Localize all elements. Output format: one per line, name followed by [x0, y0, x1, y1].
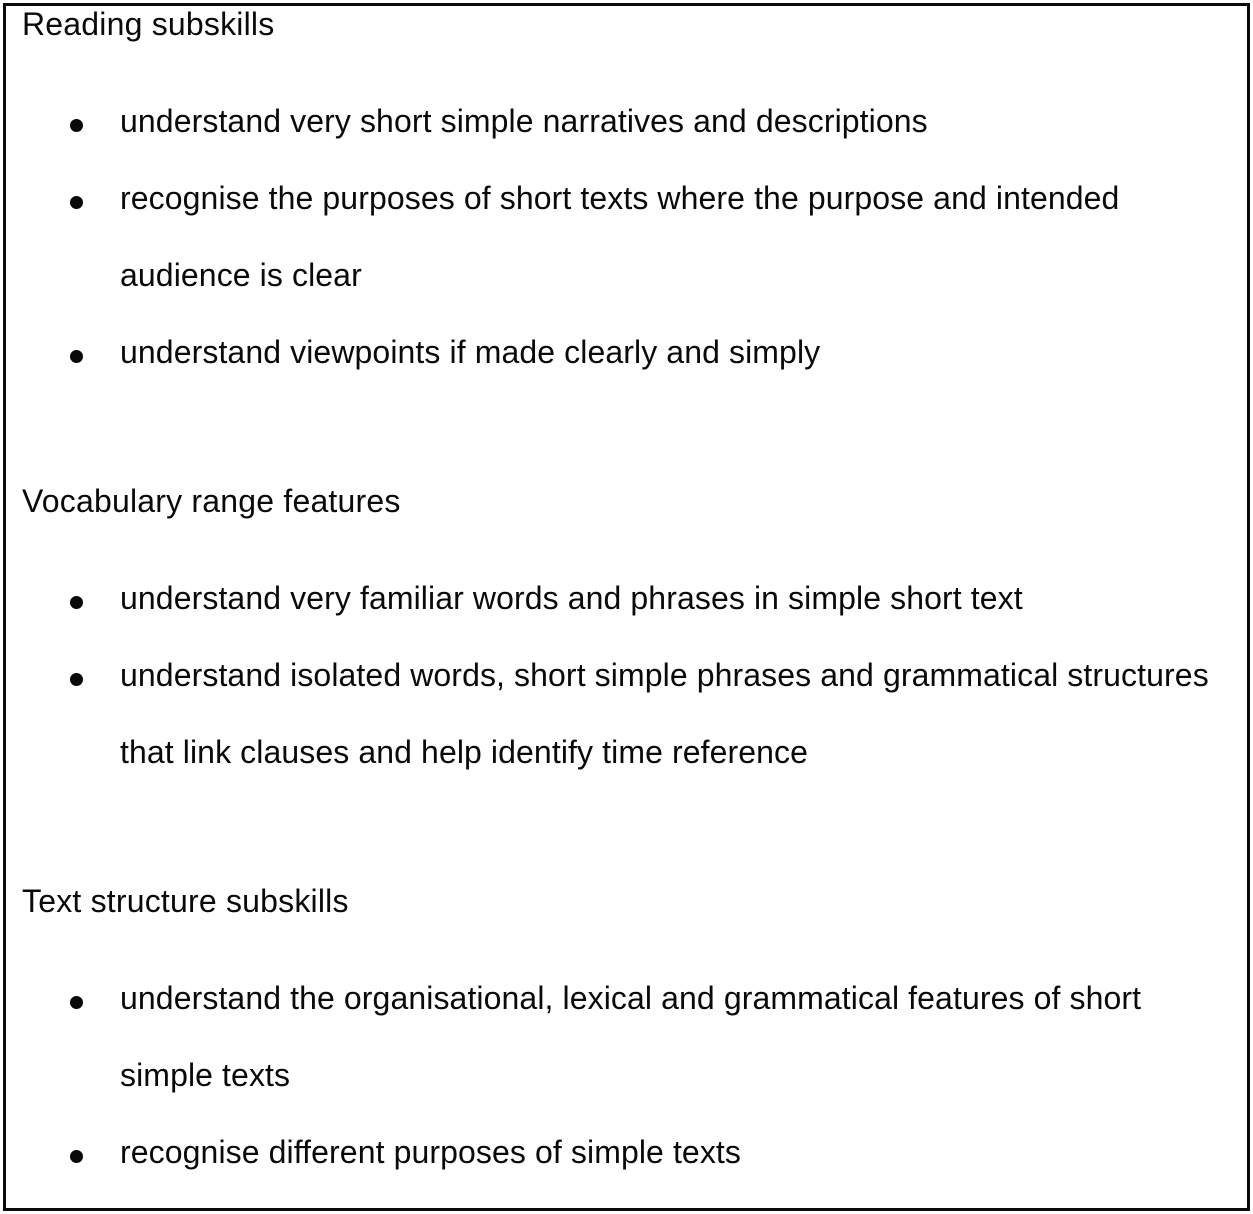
bullet-list: understand very familiar words and phras… — [6, 560, 1247, 791]
document-page: Reading subskills understand very short … — [3, 3, 1250, 1211]
bullet-item: recognise the purposes of short texts wh… — [6, 160, 1247, 314]
section-heading: Vocabulary range features — [22, 483, 401, 519]
bullet-item: understand very familiar words and phras… — [6, 560, 1247, 637]
bullet-list: understand the organisational, lexical a… — [6, 960, 1247, 1191]
bullet-text: understand the organisational, lexical a… — [120, 980, 1142, 1093]
bullet-list: understand very short simple narratives … — [6, 83, 1247, 391]
bullet-icon — [70, 596, 83, 609]
bullet-icon — [70, 1150, 83, 1163]
section-heading: Text structure subskills — [22, 883, 349, 919]
bullet-text: recognise the purposes of short texts wh… — [120, 180, 1120, 293]
bullet-item: understand isolated words, short simple … — [6, 637, 1247, 791]
bullet-item: understand viewpoints if made clearly an… — [6, 314, 1247, 391]
section-vocabulary-range-features: Vocabulary range features understand ver… — [6, 483, 1247, 791]
bullet-text: understand viewpoints if made clearly an… — [120, 334, 821, 370]
bullet-text: understand very familiar words and phras… — [120, 580, 1023, 616]
bullet-icon — [70, 119, 83, 132]
bullet-text: understand isolated words, short simple … — [120, 657, 1209, 770]
bullet-item: understand very short simple narratives … — [6, 83, 1247, 160]
bullet-item: recognise different purposes of simple t… — [6, 1114, 1247, 1191]
bullet-icon — [70, 996, 83, 1009]
section-heading: Reading subskills — [22, 6, 275, 42]
section-text-structure-subskills: Text structure subskills understand the … — [6, 883, 1247, 1191]
bullet-text: understand very short simple narratives … — [120, 103, 928, 139]
bullet-icon — [70, 350, 83, 363]
bullet-icon — [70, 673, 83, 686]
bullet-text: recognise different purposes of simple t… — [120, 1134, 742, 1170]
bullet-item: understand the organisational, lexical a… — [6, 960, 1247, 1114]
bullet-icon — [70, 196, 83, 209]
section-reading-subskills: Reading subskills understand very short … — [6, 6, 1247, 391]
